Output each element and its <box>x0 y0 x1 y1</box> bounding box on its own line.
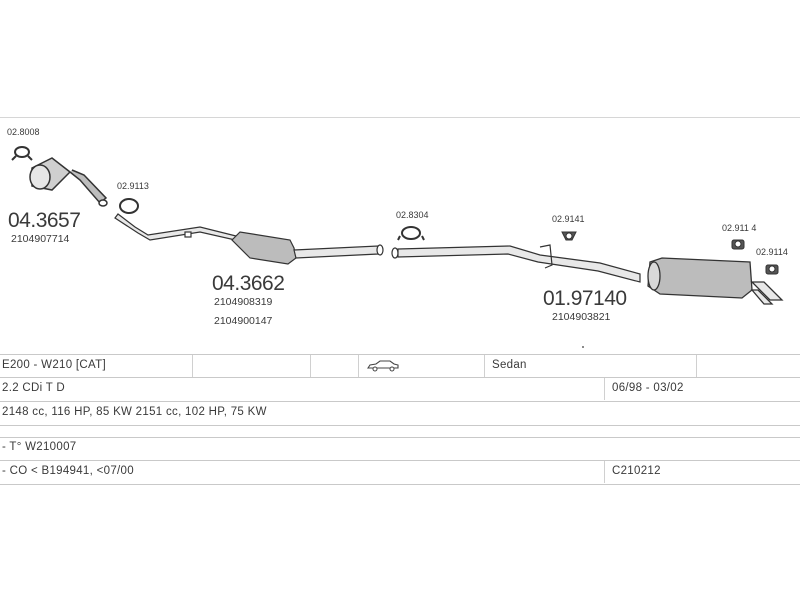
part-code-clamp-front: 02.8008 <box>7 127 40 137</box>
cell-divider <box>484 355 485 377</box>
part-code-hanger-rear-1: 02.911 4 <box>722 223 756 233</box>
table-divider <box>0 401 800 402</box>
dot-mark <box>582 346 584 348</box>
cell-divider <box>604 378 605 400</box>
table-divider <box>0 425 800 426</box>
table-bottom-border <box>0 484 800 485</box>
hanger-icon <box>765 264 779 275</box>
reference-code-text: C210212 <box>612 465 661 477</box>
clamp-icon <box>11 146 33 161</box>
info-row-engine: 2.2 CDi T D 06/98 - 03/02 <box>0 378 800 398</box>
body-type-text: Sedan <box>492 359 527 371</box>
info-row-type: - T° W210007 <box>0 437 800 457</box>
cell-divider <box>358 355 359 377</box>
table-divider <box>0 377 800 378</box>
info-row-co: - CO < B194941, <07/00 C210212 <box>0 461 800 481</box>
table-divider <box>0 460 800 461</box>
engine-text: 2.2 CDi T D <box>2 382 65 394</box>
model-text: E200 - W210 [CAT] <box>2 359 106 371</box>
top-divider <box>0 117 800 118</box>
cell-divider <box>696 355 697 377</box>
part-code-hanger-mid: 02.9141 <box>552 214 585 224</box>
clamp-icon <box>397 226 425 241</box>
info-row-model: E200 - W210 [CAT] Sedan <box>0 355 800 375</box>
oem-code-cat: 2104907714 <box>11 233 70 245</box>
part-code-front-pipe: 04.3662 <box>212 272 284 295</box>
type-number-text: - T° W210007 <box>2 441 77 453</box>
rear-silencer-icon <box>647 257 784 305</box>
gasket-icon <box>119 198 139 214</box>
hanger-icon <box>561 231 577 241</box>
part-code-clamp-mid: 02.8304 <box>396 210 429 220</box>
co-text: - CO < B194941, <07/00 <box>2 465 134 477</box>
part-code-cat: 04.3657 <box>8 209 80 232</box>
rear-pipe-icon <box>391 244 641 283</box>
oem-code-rear-box: 2104903821 <box>552 311 611 323</box>
front-pipe-icon <box>114 213 384 265</box>
specs-text: 2148 cc, 116 HP, 85 KW 2151 cc, 102 HP, … <box>2 406 267 418</box>
part-code-hanger-rear-2: 02.9114 <box>756 247 788 257</box>
catalytic-converter-icon <box>29 157 108 207</box>
sedan-car-icon <box>366 360 399 372</box>
cell-divider <box>192 355 193 377</box>
table-divider <box>0 437 800 438</box>
part-code-rear-box: 01.97140 <box>543 287 627 310</box>
part-code-gasket-front: 02.9113 <box>117 181 149 191</box>
hanger-icon <box>731 239 745 250</box>
oem-code-front-pipe-2: 2104900147 <box>214 315 273 327</box>
cell-divider <box>310 355 311 377</box>
oem-code-front-pipe-1: 2104908319 <box>214 296 273 308</box>
table-top-border <box>0 354 800 355</box>
cell-divider <box>604 461 605 483</box>
years-text: 06/98 - 03/02 <box>612 382 684 394</box>
info-row-specs: 2148 cc, 116 HP, 85 KW 2151 cc, 102 HP, … <box>0 402 800 422</box>
